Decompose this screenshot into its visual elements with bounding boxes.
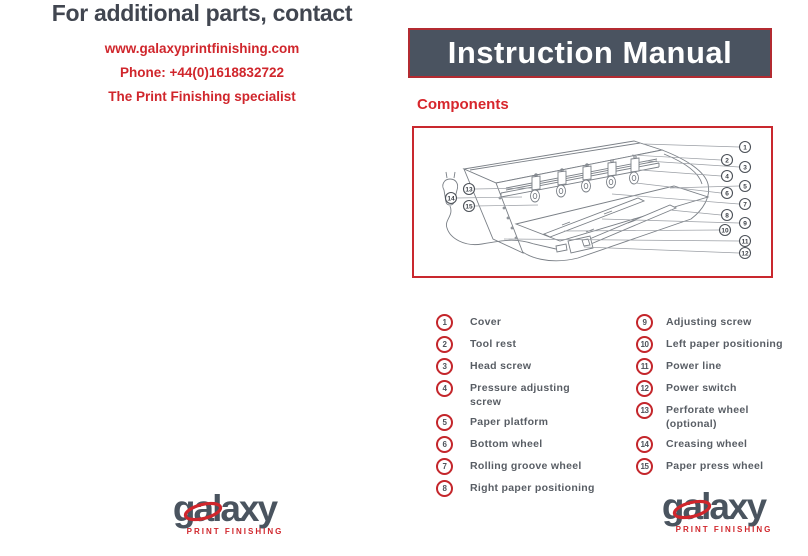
- component-number-badge: 14: [636, 436, 653, 453]
- component-item: 13 Perforate wheel (optional): [636, 402, 796, 431]
- website-text: www.galaxyprintfinishing.com: [104, 41, 300, 56]
- component-label: Rolling groove wheel: [470, 460, 582, 472]
- component-number-badge: 9: [636, 314, 653, 331]
- component-label: Power line: [666, 360, 722, 372]
- component-number-badge: 12: [636, 380, 653, 397]
- component-number-badge: 3: [436, 358, 453, 375]
- component-item: 7 Rolling groove wheel: [436, 458, 636, 475]
- component-label: Adjusting screw: [666, 316, 752, 328]
- contact-block: For additional parts, contact www.galaxy…: [0, 0, 404, 113]
- diagram-callout-number: 14: [447, 196, 455, 203]
- component-label: Pressure adjusting screw: [470, 382, 570, 408]
- component-number-badge: 11: [636, 358, 653, 375]
- component-number-badge: 8: [436, 480, 453, 497]
- component-label: Paper platform: [470, 416, 549, 428]
- component-item: 8 Right paper positioning: [436, 480, 636, 497]
- machine-diagram-box: 1 2 3 4 5 6 7 8 9 10 11 12 13 14 15: [412, 126, 773, 278]
- diagram-callout-number: 2: [725, 158, 729, 165]
- component-label: Right paper positioning: [470, 482, 595, 494]
- galaxy-logo: galaxy PRINT FINISHING: [647, 483, 780, 535]
- diagram-callout-number: 10: [721, 228, 729, 235]
- diagram-callout-number: 7: [743, 202, 747, 209]
- diagram-callout-number: 11: [742, 239, 749, 246]
- component-label: Bottom wheel: [470, 438, 543, 450]
- component-number-badge: 7: [436, 458, 453, 475]
- component-label: Cover: [470, 316, 502, 328]
- diagram-callout-number: 1: [743, 145, 747, 152]
- component-label: Perforate wheel (optional): [666, 404, 749, 430]
- components-list: 1 Cover 2 Tool rest 3 Head screw 4 Pressure …: [436, 314, 796, 502]
- components-column-right: 9 Adjusting screw 10 Left paper positionin…: [636, 314, 796, 502]
- component-number-badge: 15: [636, 458, 653, 475]
- diagram-callout-number: 5: [743, 184, 747, 191]
- components-heading: Components: [417, 96, 509, 113]
- diagram-callout-number: 9: [743, 221, 747, 228]
- contact-heading: For additional parts, contact: [51, 0, 353, 26]
- component-number-badge: 1: [436, 314, 453, 331]
- galaxy-logo-icon: galaxy PRINT FINISHING: [173, 488, 284, 536]
- component-item: 6 Bottom wheel: [436, 436, 636, 453]
- component-label: Power switch: [666, 382, 737, 394]
- component-label: Left paper positioning: [666, 338, 783, 350]
- diagram-callout-number: 8: [725, 213, 729, 220]
- galaxy-logo: galaxy PRINT FINISHING: [158, 485, 291, 537]
- page-title: Instruction Manual: [447, 35, 733, 70]
- logo-orbit-icon: [183, 501, 223, 522]
- component-item: 12 Power switch: [636, 380, 796, 397]
- component-number-badge: 2: [436, 336, 453, 353]
- component-item: 5 Paper platform: [436, 414, 636, 431]
- component-number-badge: 13: [636, 402, 653, 419]
- phone-text: Phone: +44(0)1618832722: [120, 65, 284, 80]
- component-item: 9 Adjusting screw: [636, 314, 796, 331]
- callout-circles: 1 2 3 4 5 6 7 8 9 10 11 12 13 14 15: [444, 140, 752, 260]
- diagram-callout-number: 12: [741, 251, 749, 258]
- components-column-left: 1 Cover 2 Tool rest 3 Head screw 4 Pressure …: [436, 314, 636, 502]
- component-number-badge: 6: [436, 436, 453, 453]
- tagline-text: The Print Finishing specialist: [108, 89, 296, 104]
- component-item: 14 Creasing wheel: [636, 436, 796, 453]
- machine-illustration: 1 2 3 4 5 6 7 8 9 10 11 12 13 14 15: [442, 140, 752, 262]
- component-item: 15 Paper press wheel: [636, 458, 796, 475]
- component-item: 1 Cover: [436, 314, 636, 331]
- diagram-callout-number: 3: [743, 165, 747, 172]
- callout-leader-lines: [456, 143, 740, 254]
- component-label: Tool rest: [470, 338, 517, 350]
- component-item: 4 Pressure adjusting screw: [436, 380, 636, 409]
- logo-orbit-icon: [672, 499, 712, 520]
- component-label: Head screw: [470, 360, 532, 372]
- machine-left-panel: [463, 168, 524, 254]
- diagram-callout-number: 6: [725, 191, 729, 198]
- component-label: Paper press wheel: [666, 460, 764, 472]
- diagram-callout-number: 15: [465, 204, 473, 211]
- component-item: 10 Left paper positioning: [636, 336, 796, 353]
- logo-subtext: PRINT FINISHING: [676, 525, 773, 534]
- component-item: 11 Power line: [636, 358, 796, 375]
- power-switch: [567, 235, 594, 254]
- component-item: 2 Tool rest: [436, 336, 636, 353]
- component-label: Creasing wheel: [666, 438, 748, 450]
- component-number-badge: 5: [436, 414, 453, 431]
- logo-subtext: PRINT FINISHING: [187, 527, 284, 536]
- diagram-callout-number: 4: [725, 174, 729, 181]
- title-box: Instruction Manual: [408, 28, 772, 78]
- diagram-callout-number: 13: [465, 187, 473, 194]
- roller-wheels: [530, 155, 640, 203]
- component-number-badge: 4: [436, 380, 453, 397]
- galaxy-logo-icon: galaxy PRINT FINISHING: [662, 486, 773, 534]
- component-item: 3 Head screw: [436, 358, 636, 375]
- component-number-badge: 10: [636, 336, 653, 353]
